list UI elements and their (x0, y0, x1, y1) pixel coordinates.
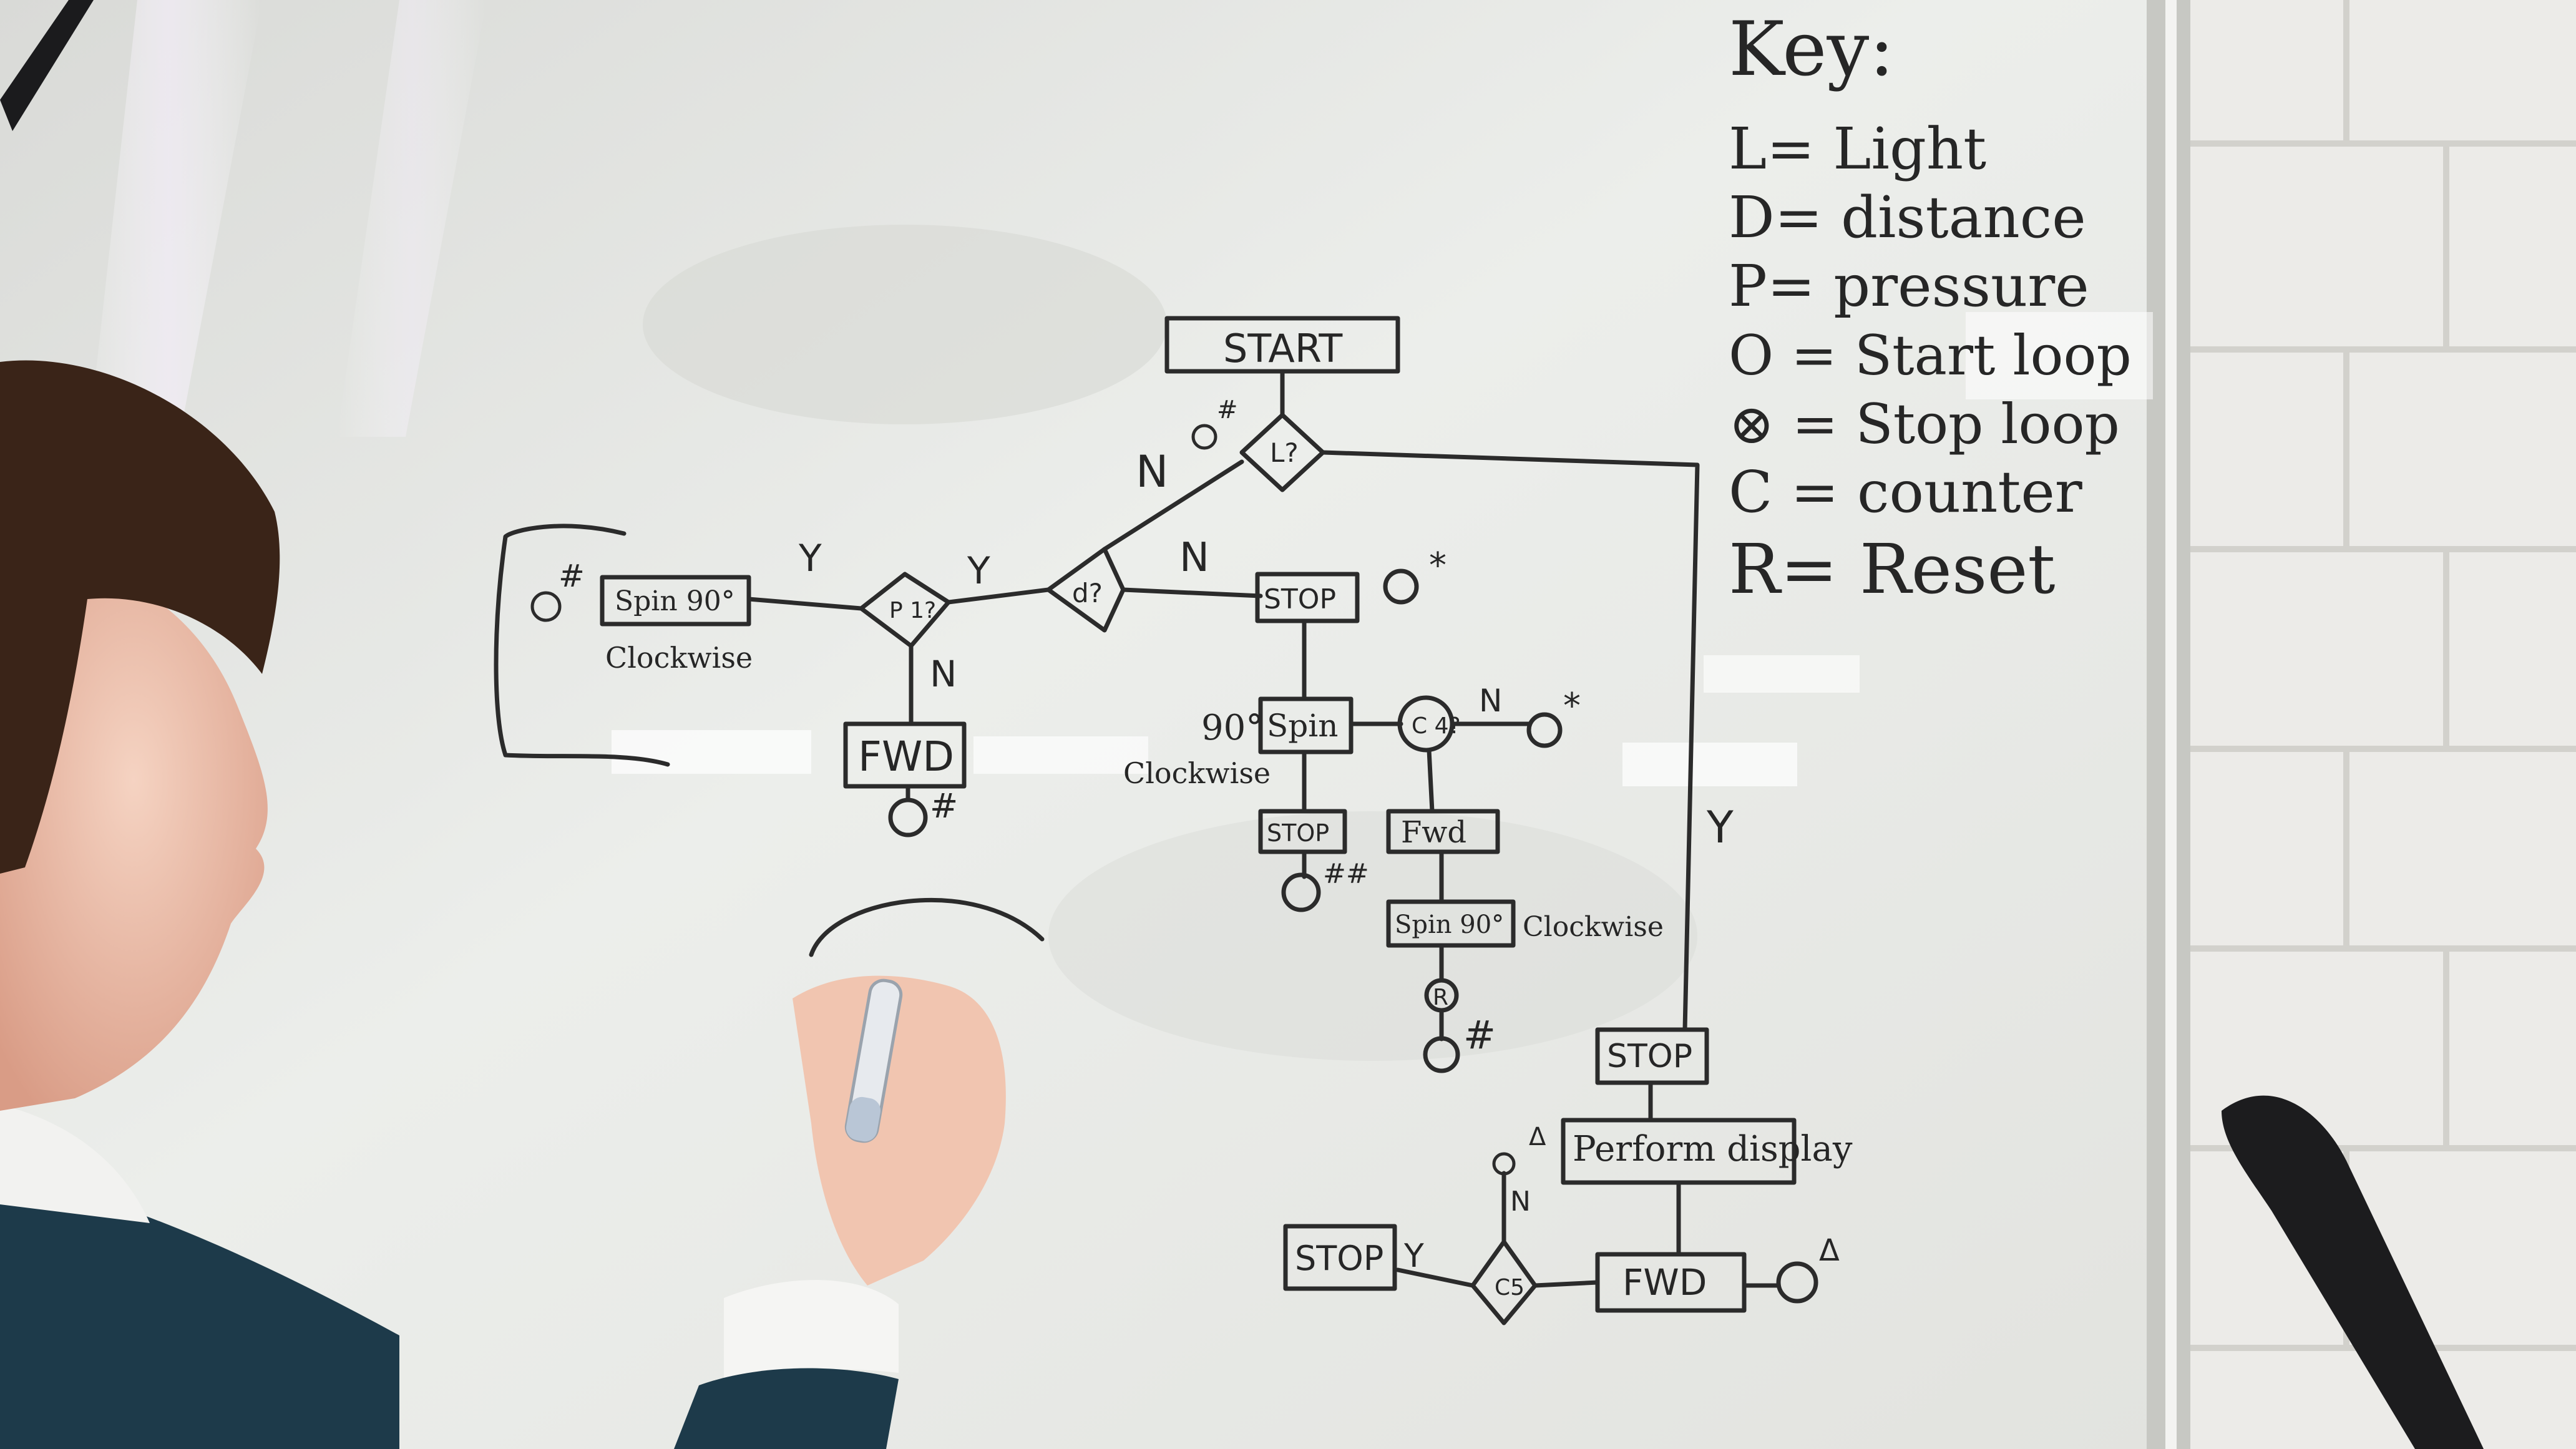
fwd-bottom-label: FWD (1622, 1261, 1707, 1304)
decision-light-label: L? (1270, 437, 1299, 468)
marker-pen (844, 978, 903, 1143)
hand (793, 975, 1006, 1286)
spin-small-box (1386, 899, 1516, 948)
spin-small-label: Spin 90° (1395, 910, 1504, 939)
label-triangle-display: Δ (1529, 1123, 1546, 1151)
stop-right-label: STOP (1607, 1038, 1692, 1075)
label-y-left: Y (798, 537, 822, 580)
spin-mid-angle: 90° (1201, 708, 1263, 748)
label-triangle-fwd: Δ (1819, 1233, 1840, 1268)
decision-pressure-label: P 1? (889, 598, 936, 623)
stop-bottom-label: STOP (1295, 1239, 1383, 1278)
spin-mid-note: Clockwise (1123, 756, 1271, 790)
flowchart: START L? Y N # d? N Y P 1? Y N Spin 90° (494, 316, 1853, 1325)
label-hash-top: # (1217, 396, 1238, 424)
key-entry-counter: C = counter (1729, 459, 2082, 525)
label-y-bottom: Y (1403, 1237, 1424, 1275)
whiteboard (0, 0, 2190, 1449)
key-entry-reset: R= Reset (1729, 529, 2056, 609)
loop-start-fwd-icon (888, 798, 928, 837)
loop-start-counter-icon (1526, 712, 1563, 748)
key-entry-light: L= Light (1729, 115, 1986, 182)
person (0, 360, 1006, 1449)
key-entry-distance: D= distance (1729, 184, 2086, 251)
label-n-counter: N (1479, 683, 1502, 719)
decision-distance-label: d? (1072, 578, 1103, 608)
label-hash-fwd: # (930, 786, 958, 826)
sweater (0, 1173, 399, 1449)
key-title: Key: (1729, 6, 1895, 93)
hair (0, 360, 280, 874)
stop-loop-bottom-icon (1423, 1036, 1460, 1073)
spin-left-label: Spin 90° (615, 585, 735, 617)
stop-mid-box (1255, 572, 1360, 623)
fwd-left-box (843, 721, 967, 789)
stop-small-label: STOP (1267, 819, 1329, 847)
decision-counter-bottom-label: C5 (1495, 1275, 1525, 1300)
perform-display-label: Perform display (1573, 1129, 1853, 1169)
label-hash2-small: ## (1323, 858, 1369, 890)
start-loop-icon (1191, 424, 1217, 450)
label-star-counter: * (1563, 686, 1581, 726)
loop-start-left-icon (530, 591, 562, 622)
start-label: START (1223, 326, 1343, 371)
stop-loop-fwd-icon (1776, 1261, 1818, 1304)
label-y-right: Y (1706, 802, 1734, 853)
label-y-mid: Y (967, 549, 990, 593)
decision-light (1239, 412, 1325, 492)
key-legend: Key: L= Light D= distance P= pressure O … (1729, 6, 2132, 609)
decision-distance (1046, 547, 1126, 633)
key-entry-stop-loop: ⊗ = Stop loop (1729, 392, 2120, 456)
label-n-left: N (930, 653, 957, 695)
loop-start-small-icon (1281, 872, 1321, 912)
spin-left-box (600, 575, 751, 627)
spin-left-note: Clockwise (605, 641, 753, 675)
foreground-objects (0, 0, 2484, 1449)
fwd-small-label: Fwd (1401, 815, 1466, 850)
stop-loop-mid-icon (1383, 568, 1419, 605)
fwd-left-label: FWD (858, 733, 954, 781)
label-n-bottom: N (1510, 1186, 1531, 1217)
key-entry-pressure: P= pressure (1729, 253, 2089, 320)
decision-counter-bottom (1470, 1239, 1538, 1325)
label-n-top: N (1136, 446, 1168, 497)
spin-mid-label: Spin (1267, 708, 1338, 744)
label-n-mid: N (1179, 535, 1209, 581)
label-hash-left: # (559, 558, 585, 594)
brick-wall (2184, 0, 2576, 1449)
label-star-mid: * (1429, 545, 1447, 586)
reset-label: R (1433, 985, 1448, 1010)
new-drawing-arc (809, 897, 1045, 957)
stop-bottom-box (1283, 1224, 1397, 1291)
stop-mid-label: STOP (1264, 583, 1336, 615)
loop-start-bottom-icon (1492, 1152, 1516, 1176)
key-entry-start-loop: O = Start loop (1729, 323, 2132, 388)
label-hash-bottom: # (1463, 1012, 1496, 1058)
spin-small-note: Clockwise (1523, 911, 1664, 943)
